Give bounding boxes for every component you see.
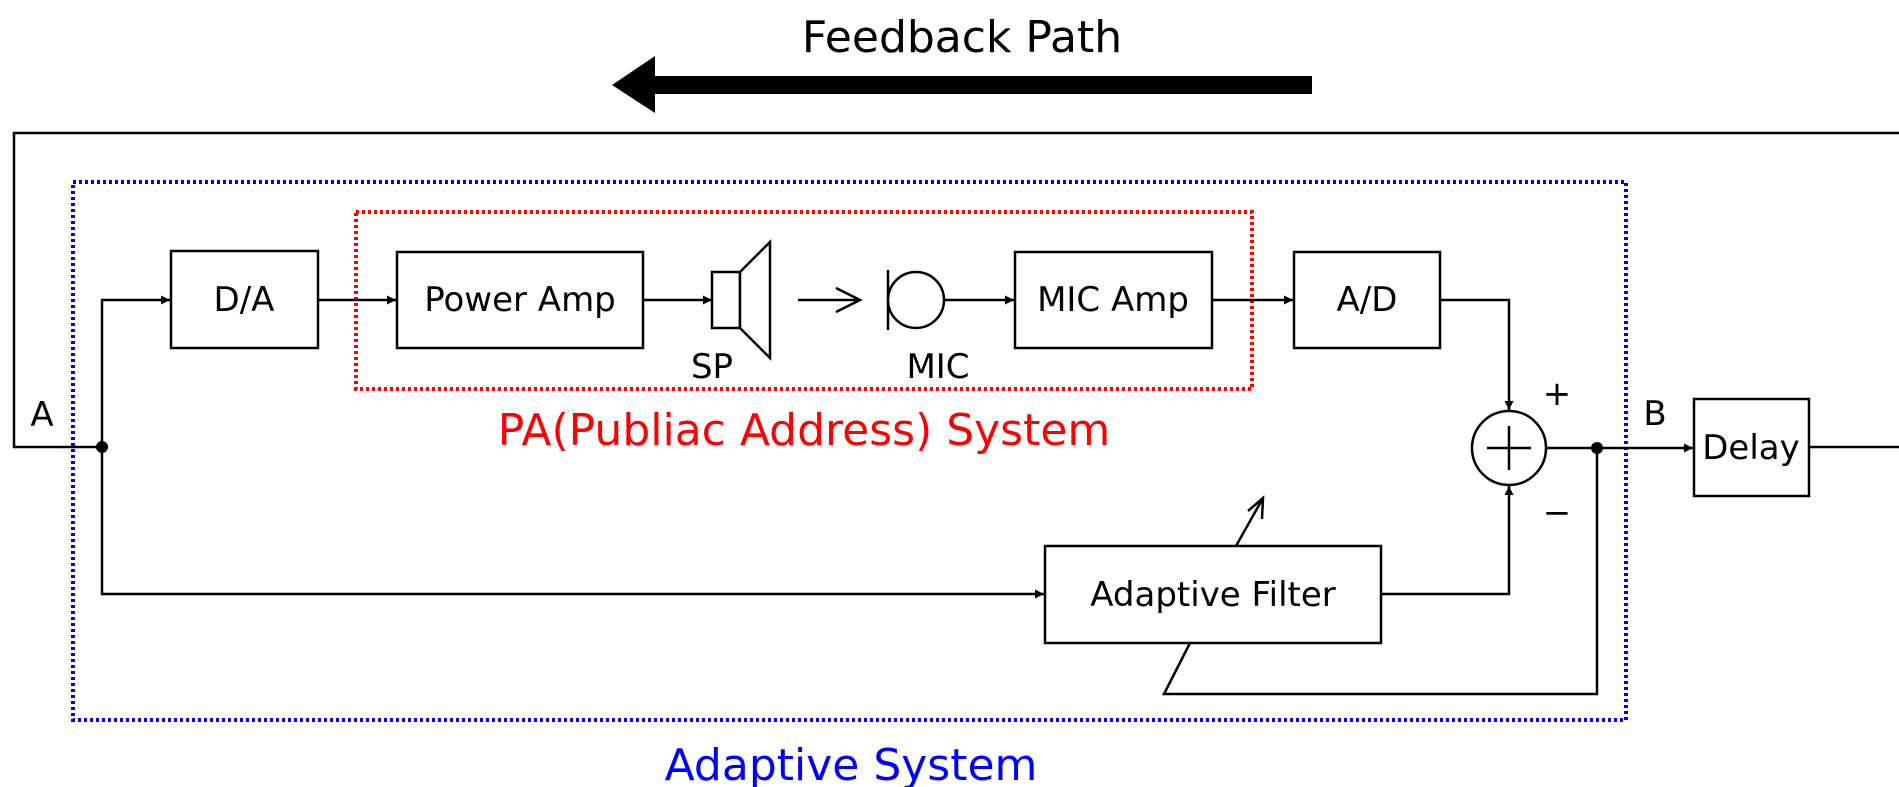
node-a-label: A (30, 395, 53, 435)
feedback-loop-line (12, 131, 1899, 449)
power-amp-block (395, 250, 645, 350)
delay-label: Delay (1702, 428, 1800, 468)
speaker-icon (710, 238, 772, 362)
wire-a-to-da (100, 295, 170, 447)
ad-label: A/D (1337, 280, 1398, 320)
node-b-label: B (1643, 394, 1666, 434)
feedback-path-arrow (612, 56, 1312, 113)
summing-junction (1470, 409, 1548, 487)
wire-ad-to-summer (1440, 298, 1514, 410)
microphone-label: MIC (906, 347, 969, 387)
microphone-icon (886, 270, 946, 330)
adaptive-system-label: Adaptive System (665, 740, 1038, 787)
adaptive-filter-label: Adaptive Filter (1090, 575, 1336, 615)
wire-error-feedback (1161, 448, 1599, 696)
adaptation-arrow (1234, 495, 1265, 547)
summer-plus-sign: + (1543, 374, 1572, 414)
adaptive-system-region (71, 180, 1628, 722)
adaptive-filter-block (1043, 544, 1383, 645)
power-amp-label: Power Amp (424, 280, 616, 320)
wire-adaptive-filter-to-summer (1381, 486, 1514, 596)
wire-a-to-adaptive-filter (100, 447, 1044, 599)
acoustic-path-arrow (798, 286, 863, 314)
pa-system-label: PA(Publiac Address) System (498, 405, 1111, 456)
mic-amp-label: MIC Amp (1037, 280, 1189, 320)
mic-amp-block (1013, 250, 1214, 350)
feedback-path-title: Feedback Path (802, 12, 1122, 63)
da-label: D/A (214, 280, 275, 320)
speaker-label: SP (691, 347, 733, 387)
summer-minus-sign: − (1543, 493, 1572, 533)
da-block (169, 249, 320, 350)
delay-block (1692, 397, 1811, 498)
